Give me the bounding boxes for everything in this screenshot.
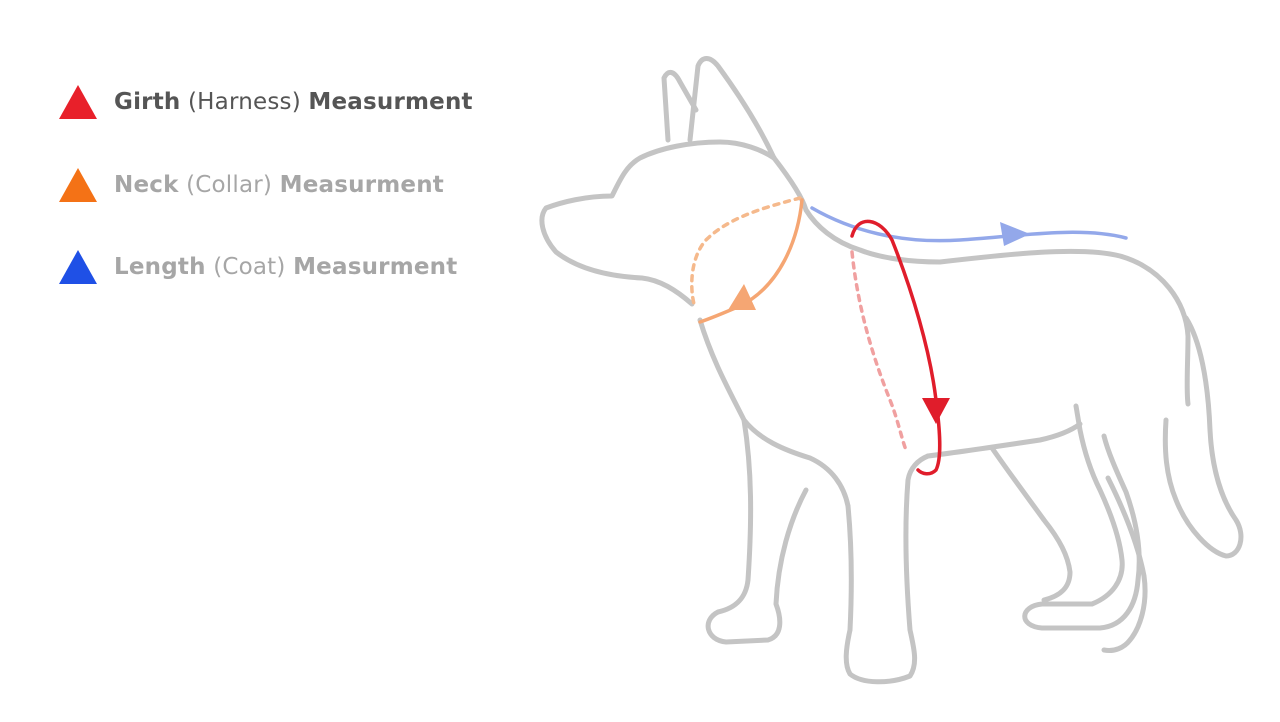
- neck-measurement-line: [690, 196, 804, 324]
- girth-arrow-icon: [922, 398, 950, 424]
- length-measurement-line: [810, 206, 1128, 246]
- legend-item-girth: Girth (Harness) Measurment: [58, 82, 473, 122]
- girth-triangle-icon: [59, 85, 97, 119]
- length-triangle-icon: [59, 250, 97, 284]
- legend-item-length: Length (Coat) Measurment: [58, 247, 457, 287]
- dog-outline-icon: [539, 56, 1244, 685]
- legend-label-neck: Neck (Collar) Measurment: [114, 172, 444, 198]
- legend-item-neck: Neck (Collar) Measurment: [58, 165, 444, 205]
- girth-measurement-line: [850, 219, 950, 476]
- legend-label-girth: Girth (Harness) Measurment: [114, 89, 473, 115]
- measurement-legend: Girth (Harness) Measurment Neck (Collar)…: [58, 0, 538, 320]
- length-arrow-icon: [1000, 222, 1030, 246]
- neck-arrow-icon: [728, 284, 756, 310]
- neck-triangle-icon: [59, 168, 97, 202]
- legend-label-length: Length (Coat) Measurment: [114, 254, 458, 280]
